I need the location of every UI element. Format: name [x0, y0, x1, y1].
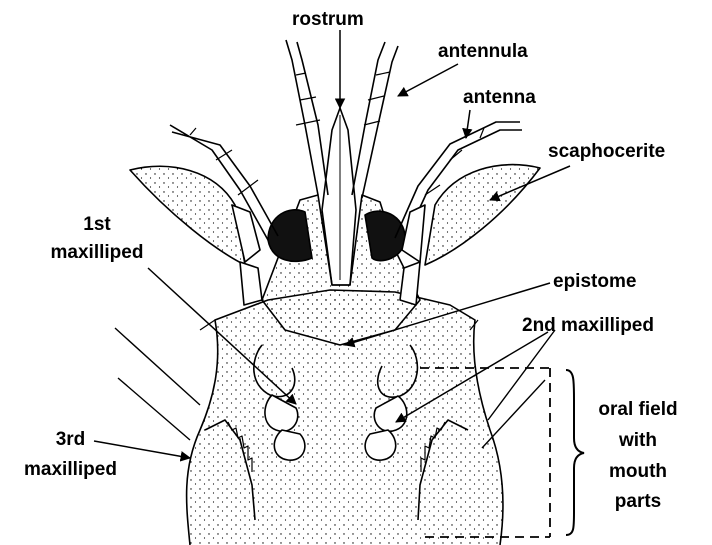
- label-epistome: epistome: [553, 270, 636, 294]
- antennula-pointer: [398, 64, 458, 96]
- right-eye: [365, 211, 405, 261]
- left-antennule: [286, 40, 328, 195]
- label-oral-field-line3: mouth: [572, 460, 704, 484]
- label-oral-field-line2: with: [572, 429, 704, 453]
- label-scaphocerite: scaphocerite: [548, 140, 665, 164]
- label-oral-field: oral field with mouth parts: [572, 398, 704, 514]
- label-rostrum: rostrum: [292, 8, 364, 32]
- antenna-pointer: [466, 110, 470, 138]
- crayfish-body: [115, 40, 555, 545]
- label-oral-field-line4: parts: [572, 490, 704, 514]
- right-scaphocerite: [425, 165, 540, 265]
- label-oral-field-line1: oral field: [572, 398, 704, 422]
- label-first-maxilliped-line1: 1st: [32, 213, 162, 237]
- label-third-maxilliped-line1: 3rd: [8, 428, 133, 452]
- label-first-maxilliped-line2: maxilliped: [32, 241, 162, 265]
- right-antennule: [352, 42, 398, 198]
- left-eye: [268, 210, 312, 262]
- label-antenna: antenna: [463, 86, 536, 110]
- label-second-maxilliped: 2nd maxilliped: [522, 314, 654, 338]
- label-first-maxilliped: 1st maxilliped: [32, 213, 162, 265]
- label-third-maxilliped-line2: maxilliped: [8, 458, 133, 482]
- label-third-maxilliped: 3rd maxilliped: [8, 428, 133, 482]
- label-antennula: antennula: [438, 40, 528, 64]
